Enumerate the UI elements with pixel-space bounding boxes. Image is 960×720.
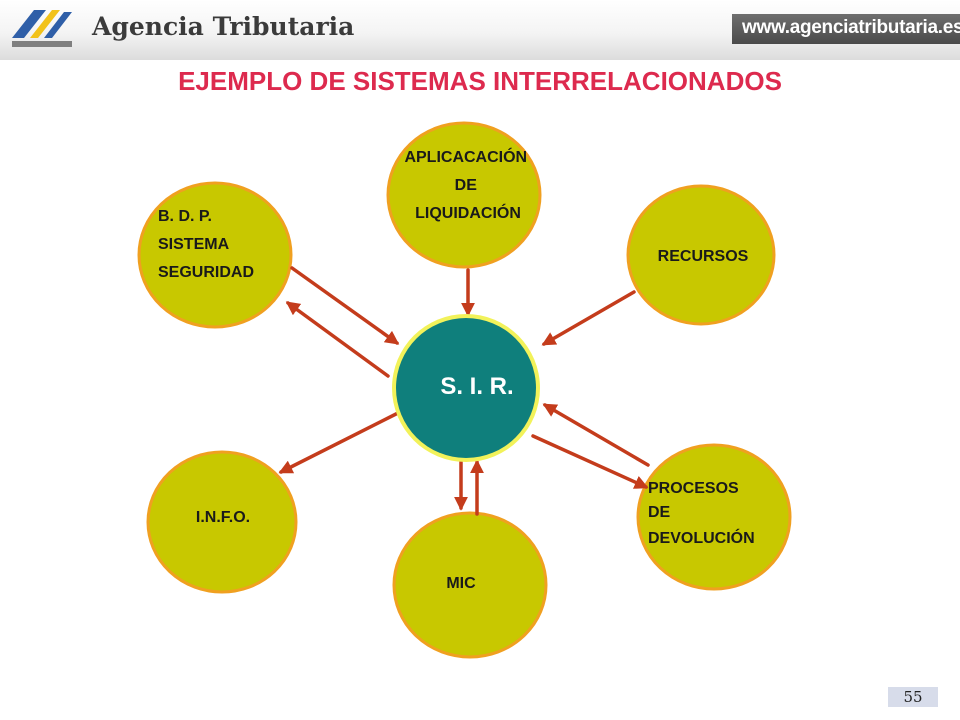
arrow-devolucion-to-sir [542,403,650,467]
node-info-label: I.N.F.O. [196,509,250,526]
node-devolucion-line-2: DE [648,504,671,521]
center-node-sir: S. I. R. [392,314,540,462]
svg-text:B. D. P. SISTEMA S: B. D. P. SISTEMA SEGURIDAD [158,208,254,281]
svg-text:PROCESOS DE DEVOLU: PROCESOS DE DEVOLUCIÓN [648,480,755,547]
svg-text:MIC: MIC [446,575,476,592]
node-bdp: B. D. P. SISTEMA SEGURIDAD [137,181,293,329]
arrow-sir-to-bdp [285,301,390,378]
arrows [278,266,650,516]
node-devolucion: PROCESOS DE DEVOLUCIÓN [636,443,792,591]
node-recursos: RECURSOS [626,184,776,326]
node-liquidacion-line-2: DE [455,177,478,194]
website-url: www.agenciatributaria.es [742,17,960,38]
node-mic: MIC [392,511,548,659]
node-devolucion-line-1: PROCESOS [648,480,739,497]
arrow-sir-to-info [278,411,400,474]
svg-text:APLICACACIÓN DE LI: APLICACACIÓN DE LIQUIDACIÓN [404,147,531,222]
center-node-label: S. I. R. [440,373,513,400]
node-bdp-line-1: B. D. P. [158,208,212,225]
slide-title: EJEMPLO DE SISTEMAS INTERRELACIONADOS [178,66,782,96]
header-bar: Agencia Tributaria www.agenciatributaria… [0,0,960,60]
node-liquidacion: APLICACACIÓN DE LIQUIDACIÓN [386,121,542,269]
node-info: I.N.F.O. [146,450,298,594]
node-mic-label: MIC [446,575,476,592]
svg-text:RECURSOS: RECURSOS [658,248,749,265]
arrow-recursos-to-sir [541,290,636,346]
brand-name: Agencia Tributaria [92,12,355,41]
node-liquidacion-line-3: LIQUIDACIÓN [415,203,521,222]
node-bdp-line-2: SISTEMA [158,236,230,253]
arrow-sir-to-devolucion [531,434,649,489]
agencia-tributaria-logo-icon [12,10,72,47]
url-banner [732,14,960,44]
node-devolucion-line-3: DEVOLUCIÓN [648,528,755,547]
page-number: 55 [888,687,938,707]
node-bdp-line-3: SEGURIDAD [158,264,254,281]
arrow-bdp-to-sir [290,266,400,345]
svg-text:I.N.F.O.: I.N.F.O. [196,509,250,526]
node-liquidacion-line-1: APLICACACIÓN [404,147,527,166]
node-recursos-label: RECURSOS [658,248,749,265]
